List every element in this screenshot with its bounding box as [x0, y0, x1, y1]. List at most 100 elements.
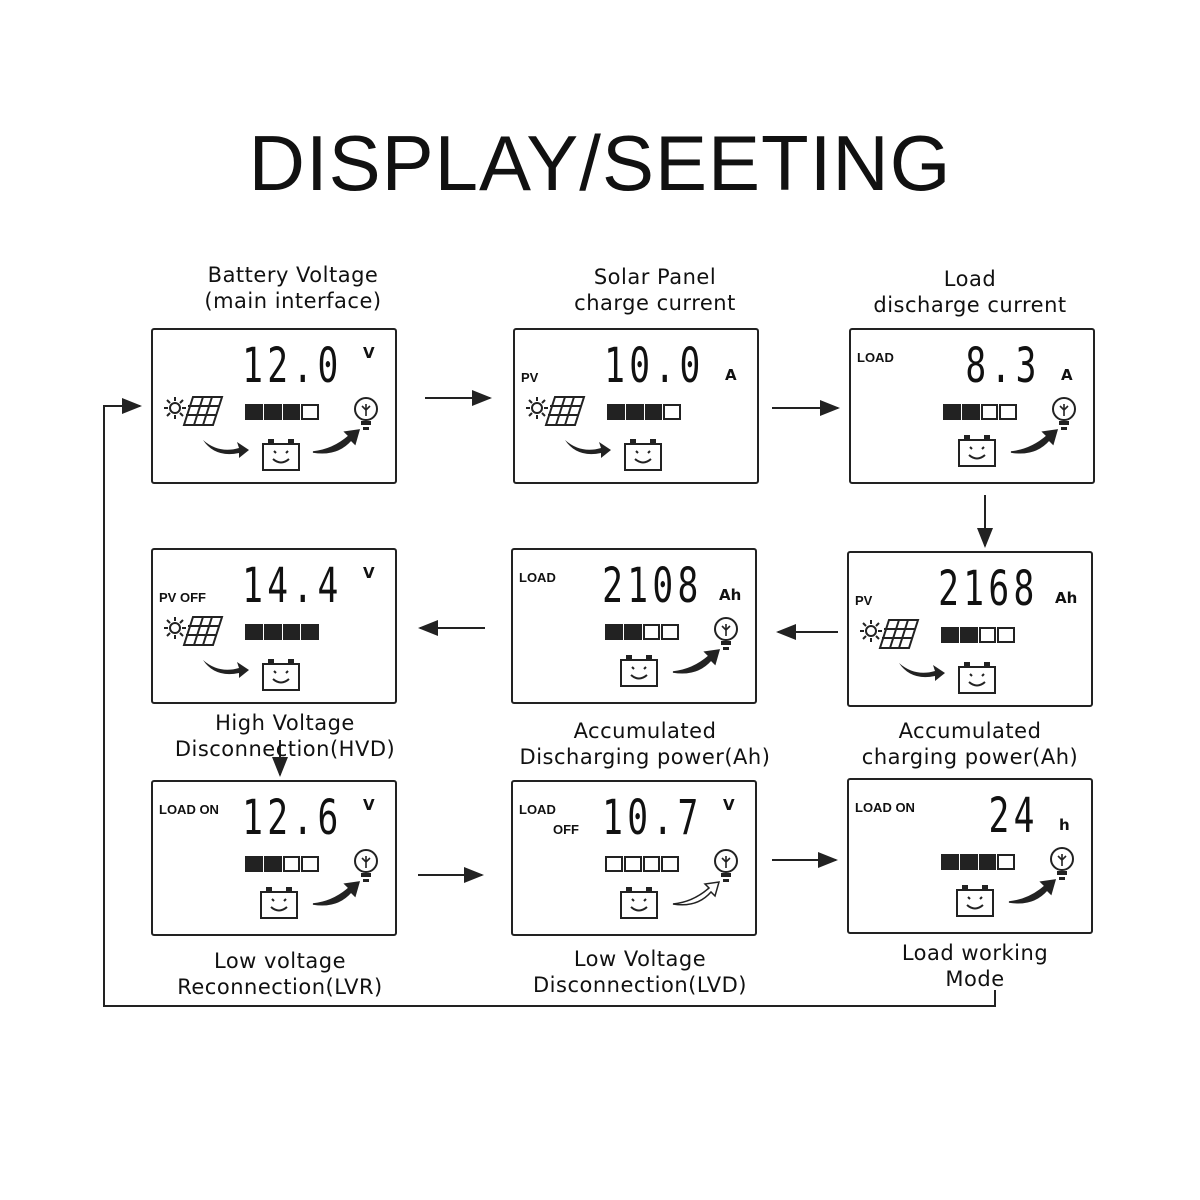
battery-level-bar [941, 854, 1015, 870]
page-title: DISPLAY/SEETING [248, 119, 952, 207]
solar-panel-icon [544, 396, 586, 426]
battery-level-cell [642, 624, 661, 640]
arrow-return-loop [103, 398, 996, 1007]
battery-level-cell [644, 404, 663, 420]
lcd-value: 10.0 [604, 338, 705, 394]
light-bulb-icon [354, 397, 378, 430]
solar-panel-icon [878, 619, 920, 649]
sun-icon [164, 397, 186, 419]
lcd-unit: A [1061, 366, 1073, 384]
battery-level-cell [642, 856, 661, 872]
mode-label: PV [855, 593, 873, 608]
mode-label: LOAD [857, 350, 894, 365]
battery-level-cell [301, 404, 319, 420]
battery-level-bar [607, 404, 681, 420]
light-bulb-icon [714, 617, 738, 650]
battery-level-cell [663, 404, 681, 420]
battery-face-icon [624, 439, 662, 471]
light-bulb-icon [1052, 397, 1076, 430]
battery-face-icon [260, 887, 298, 919]
sun-icon [164, 617, 186, 639]
battery-level-cell [245, 404, 263, 420]
battery-face-icon [956, 885, 994, 917]
battery-level-cell [980, 404, 999, 420]
charge-flow-arrow-icon [565, 440, 611, 458]
load-flow-arrow-icon [312, 429, 361, 454]
battery-level-cell [941, 627, 959, 643]
battery-level-cell [959, 627, 978, 643]
battery-level-cell [961, 404, 980, 420]
battery-level-cell [623, 856, 642, 872]
battery-face-icon [958, 662, 996, 694]
battery-level-cell [282, 404, 301, 420]
load-flow-arrow-icon [1010, 429, 1059, 454]
lcd-value: 12.0 [242, 338, 343, 394]
solar-panel-icon [182, 616, 224, 646]
lcd-unit: V [363, 564, 375, 582]
battery-level-bar [605, 624, 679, 640]
lcd-value: 14.4 [242, 558, 343, 614]
battery-level-cell [605, 624, 623, 640]
mode-label-off: OFF [553, 822, 579, 837]
lcd-value: 24 [988, 788, 1039, 844]
lcd-value: 10.7 [602, 790, 703, 846]
lcd-unit: V [363, 796, 375, 814]
battery-level-cell [625, 404, 644, 420]
sun-icon [526, 397, 548, 419]
battery-level-bar [943, 404, 1017, 420]
mode-label: LOAD [519, 802, 556, 817]
light-bulb-icon [714, 849, 738, 882]
charge-flow-arrow-icon [203, 660, 249, 678]
battery-level-bar [245, 624, 319, 640]
lcd-unit: h [1059, 816, 1070, 834]
battery-level-cell [607, 404, 625, 420]
caption-battery-voltage: Battery Voltage(main interface) [204, 263, 382, 313]
battery-level-cell [263, 624, 282, 640]
battery-level-cell [959, 854, 978, 870]
load-flow-arrow-icon [672, 649, 721, 674]
battery-level-cell [301, 624, 319, 640]
light-bulb-icon [1050, 847, 1074, 880]
lcd-screen-high-voltage-disconnection: PV OFF 14.4 V [151, 548, 397, 704]
battery-level-cell [245, 624, 263, 640]
lcd-value: 2168 [938, 561, 1039, 617]
lcd-value: 2108 [602, 558, 703, 614]
battery-level-cell [978, 854, 997, 870]
lcd-unit: V [363, 344, 375, 362]
mode-label: PV OFF [159, 590, 206, 605]
battery-face-icon [620, 887, 658, 919]
lcd-unit: V [723, 796, 735, 814]
charge-flow-arrow-icon [899, 663, 945, 681]
load-flow-arrow-icon [312, 881, 361, 906]
battery-level-cell [943, 404, 961, 420]
lcd-value: 8.3 [965, 338, 1041, 394]
sun-icon [860, 620, 882, 642]
lcd-unit: A [725, 366, 737, 384]
load-flow-arrow-icon [672, 881, 721, 906]
battery-level-cell [245, 856, 263, 872]
battery-level-bar [605, 856, 679, 872]
lcd-screen-low-voltage-disconnection: LOAD OFF 10.7 V [511, 780, 757, 936]
battery-level-cell [263, 404, 282, 420]
battery-level-bar [245, 856, 319, 872]
mode-label: PV [521, 370, 539, 385]
battery-level-cell [941, 854, 959, 870]
lcd-screen-battery-voltage: 12.0 V [151, 328, 397, 484]
battery-level-cell [263, 856, 282, 872]
light-bulb-icon [354, 849, 378, 882]
mode-label: LOAD ON [159, 802, 219, 817]
battery-level-cell [999, 404, 1017, 420]
mode-label: LOAD [519, 570, 556, 585]
lcd-unit: Ah [1055, 589, 1078, 607]
